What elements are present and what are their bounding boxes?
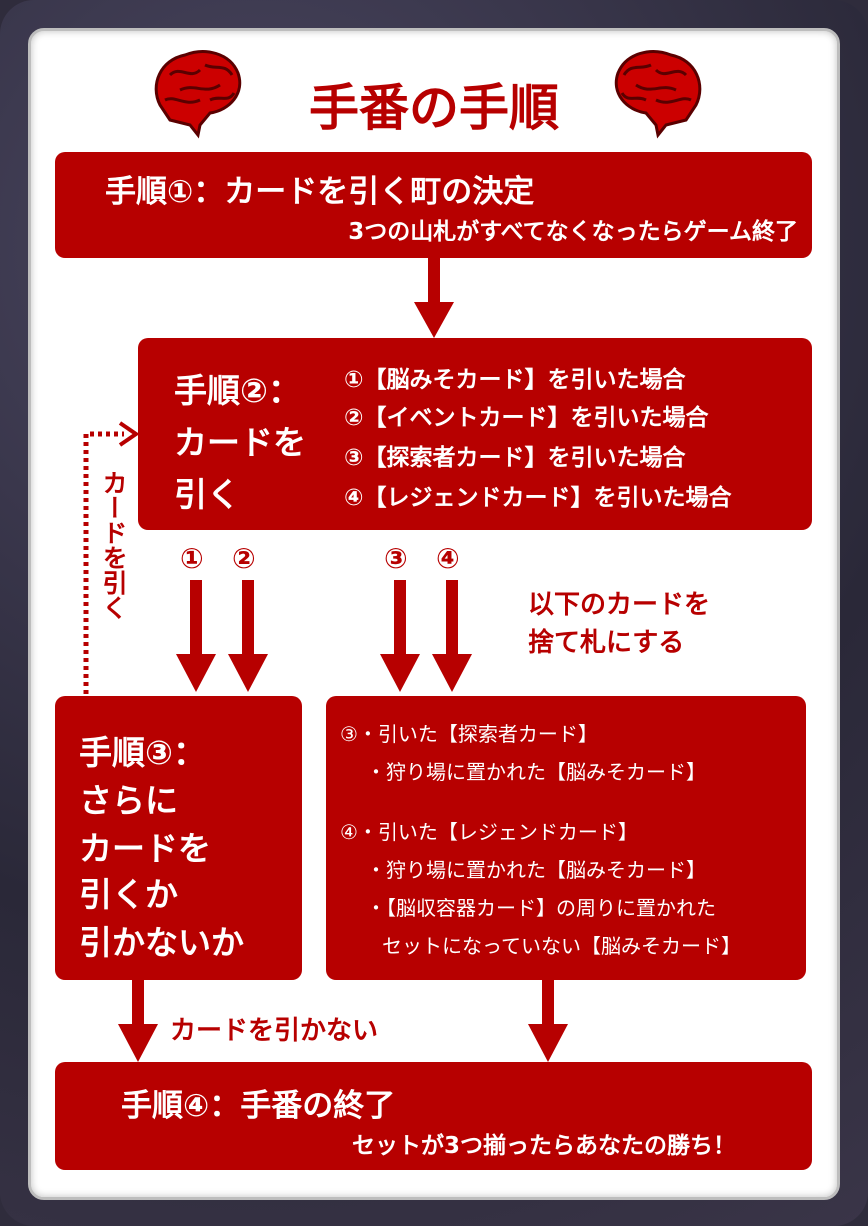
step4-note: セットが3つ揃ったらあなたの勝ち！ bbox=[351, 1133, 736, 1159]
step3-box: 手順③： さらに カードを 引くか 引かないか bbox=[55, 696, 302, 980]
discard-item: ・狩り場に置かれた【脳みそカード】 bbox=[366, 760, 706, 784]
arrow-down bbox=[176, 580, 216, 692]
discard-item: ・狩り場に置かれた【脳みそカード】 bbox=[366, 858, 706, 882]
step2-heading: 手順②： bbox=[174, 371, 301, 410]
discard-box: ③・引いた【探索者カード】 ・狩り場に置かれた【脳みそカード】 ④・引いた【レジ… bbox=[326, 696, 806, 980]
discard-item: ・【脳収容器カード】の周りに置かれた bbox=[366, 896, 716, 920]
arrow-down bbox=[432, 580, 472, 692]
branch-label: ④ bbox=[436, 542, 460, 575]
step2-heading: カードを bbox=[174, 423, 306, 462]
discard-item: セットになっていない【脳みそカード】 bbox=[382, 934, 741, 958]
arrow-down bbox=[118, 980, 158, 1062]
discard-label: 捨て札にする bbox=[528, 628, 685, 658]
loop-arrow-dotted bbox=[83, 421, 140, 694]
brain-icon bbox=[614, 50, 702, 139]
step1-heading: 手順①：カードを引く町の決定 bbox=[105, 174, 535, 210]
arrow-down bbox=[380, 580, 420, 692]
step4-box: 手順④：手番の終了 セットが3つ揃ったらあなたの勝ち！ bbox=[55, 1062, 812, 1170]
step3-heading: カードを bbox=[79, 829, 211, 868]
branch-label: ② bbox=[232, 542, 256, 575]
step3-heading: さらに bbox=[79, 781, 178, 820]
discard-label: 以下のカードを bbox=[528, 590, 711, 620]
step4-heading: 手順④：手番の終了 bbox=[121, 1088, 396, 1124]
case-item: ④【レジェンドカード】を引いた場合 bbox=[344, 485, 732, 511]
branch-label: ③ bbox=[384, 542, 408, 575]
step3-heading: 手順③： bbox=[79, 733, 206, 772]
discard-item: ④・引いた【レジェンドカード】 bbox=[340, 820, 638, 844]
brain-icon bbox=[154, 50, 242, 139]
arrow-down bbox=[228, 580, 268, 692]
step2-heading: 引く bbox=[174, 475, 240, 514]
step2-box: 手順②： カードを 引く ①【脳みそカード】を引いた場合 ②【イベントカード】を… bbox=[138, 338, 812, 530]
arrow-down bbox=[414, 258, 454, 338]
step1-box: 手順①：カードを引く町の決定 3つの山札がすべてなくなったらゲーム終了 bbox=[55, 152, 812, 258]
discard-item: ③・引いた【探索者カード】 bbox=[340, 722, 598, 746]
branch-label: ① bbox=[180, 542, 204, 575]
loop-label: カードを引く bbox=[99, 470, 128, 620]
case-item: ②【イベントカード】を引いた場合 bbox=[344, 405, 709, 431]
page-title: 手番の手順 bbox=[309, 79, 559, 137]
step1-note: 3つの山札がすべてなくなったらゲーム終了 bbox=[348, 219, 798, 245]
case-item: ①【脳みそカード】を引いた場合 bbox=[344, 367, 686, 393]
no-draw-label: カードを引かない bbox=[170, 1016, 379, 1046]
step3-heading: 引くか bbox=[79, 875, 178, 914]
case-item: ③【探索者カード】を引いた場合 bbox=[344, 445, 686, 471]
arrow-down bbox=[528, 980, 568, 1062]
step3-heading: 引かないか bbox=[79, 923, 244, 962]
